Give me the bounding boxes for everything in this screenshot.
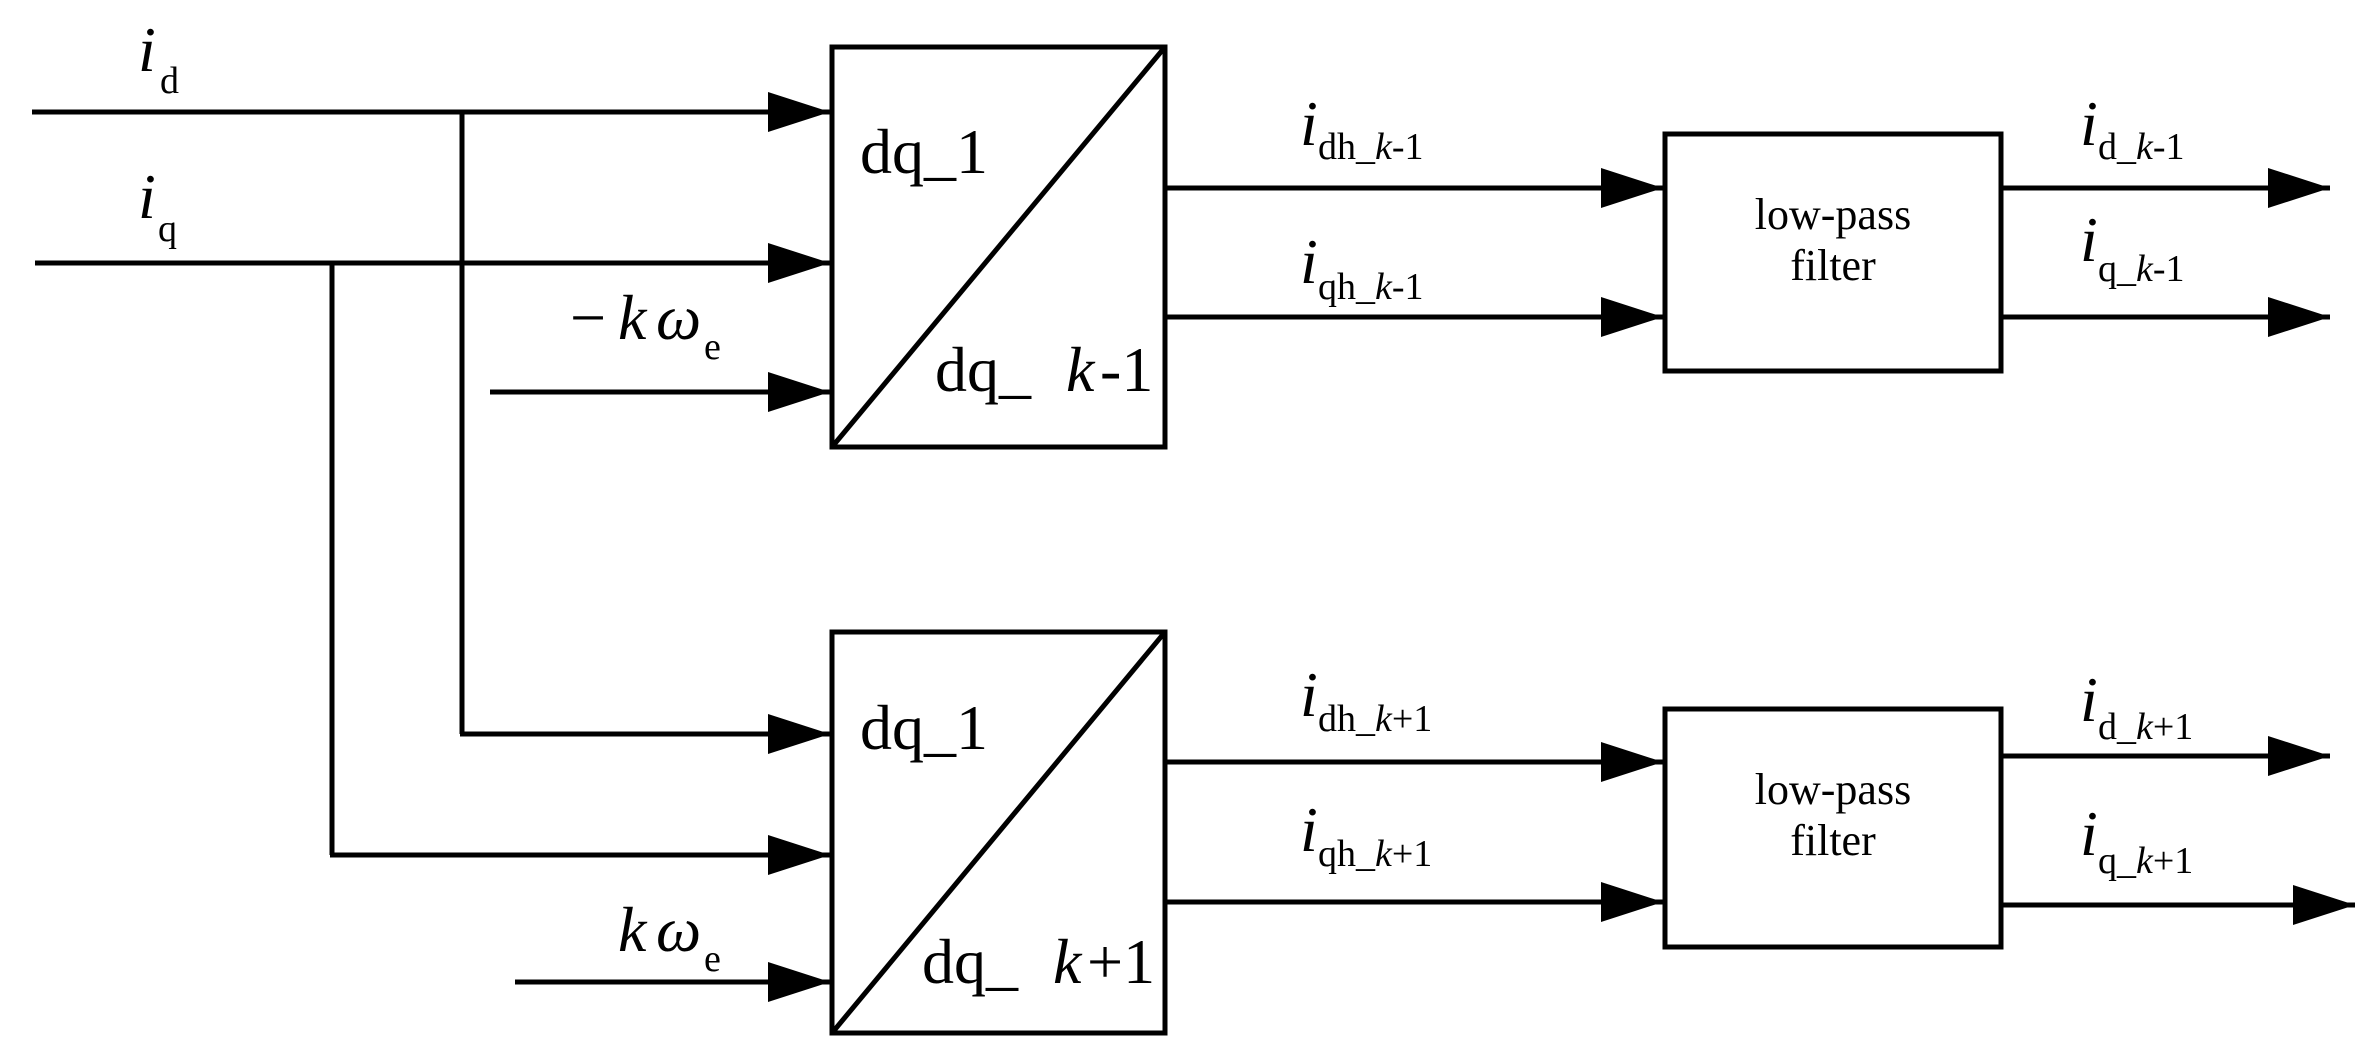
iq-subscript: q: [158, 208, 177, 250]
kwe-k: k: [618, 894, 647, 965]
neg-kwe-subscript: e: [704, 326, 721, 368]
upper-block-top-label: dq_1: [860, 116, 988, 187]
kwe-omega: ω: [656, 894, 702, 965]
lower-filter-line1: low-pass: [1754, 765, 1912, 814]
iq-symbol: i: [138, 161, 156, 232]
upper-filter-label: low-pass filter: [1683, 190, 1983, 291]
lower-transform-block: [829, 629, 1168, 1036]
lower-block-top-label: dq_1: [860, 692, 988, 763]
lower-filter-label: low-pass filter: [1683, 765, 1983, 866]
upper-filter-line2: filter: [1790, 240, 1876, 290]
lower-lowpass-filter: [1662, 706, 2004, 950]
lower-filter-line2: filter: [1790, 815, 1876, 865]
lower-block-diagonal: [830, 630, 1167, 1035]
id-subscript: d: [160, 60, 179, 102]
upper-filter-line1: low-pass: [1754, 190, 1912, 239]
neg-kwe-minus: −: [570, 282, 607, 353]
neg-kwe-k: k: [618, 282, 647, 353]
upper-block-diagonal: [830, 45, 1167, 449]
kwe-subscript: e: [704, 938, 721, 980]
upper-lowpass-filter: [1662, 131, 2004, 374]
upper-transform-block: [829, 44, 1168, 450]
id-symbol: i: [138, 14, 156, 85]
neg-kwe-omega: ω: [656, 282, 702, 353]
